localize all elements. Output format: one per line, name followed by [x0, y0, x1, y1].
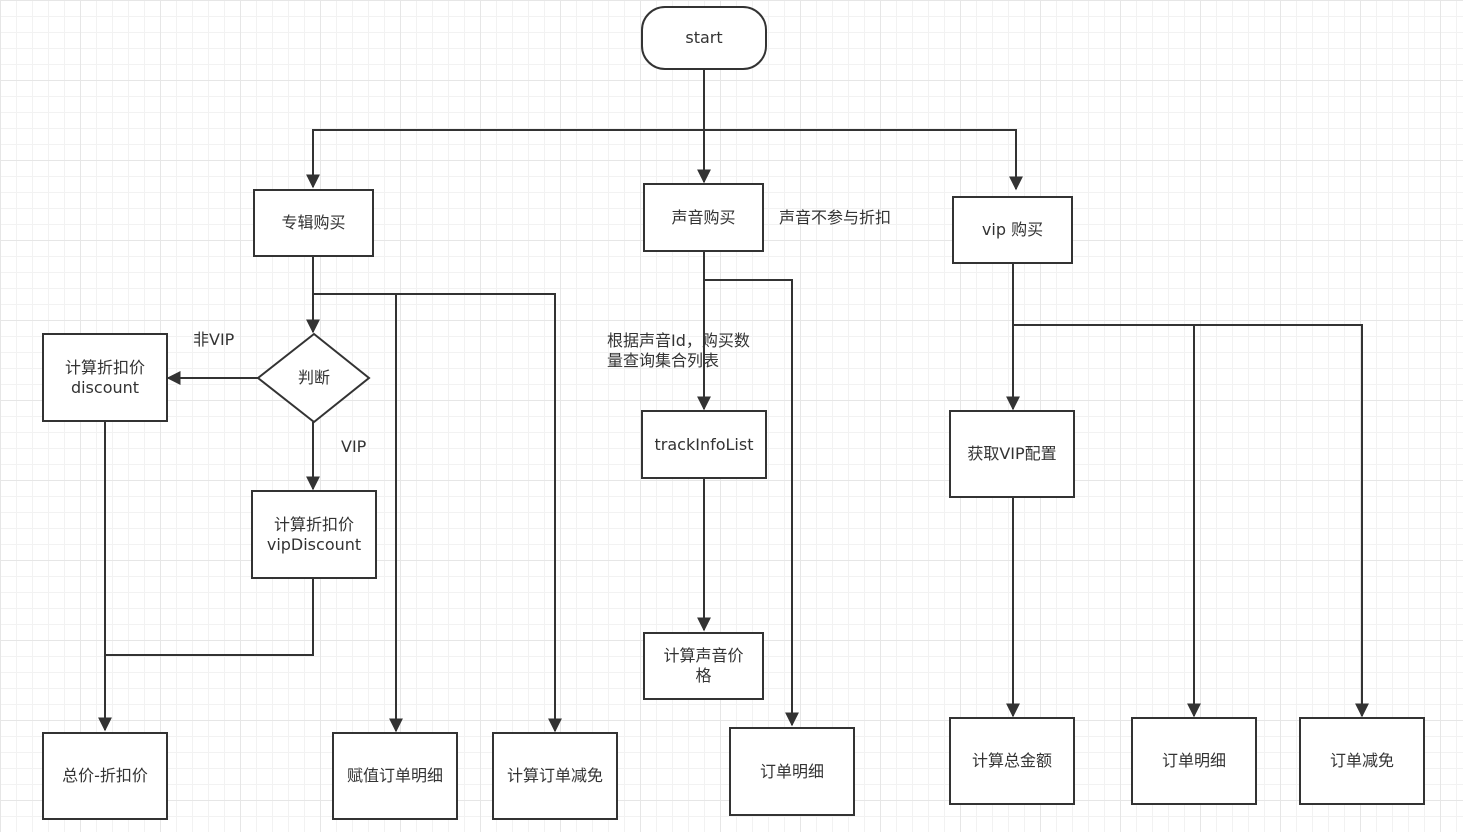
track-purchase-node: 声音购买 — [643, 183, 764, 252]
vip-purchase-node: vip 购买 — [952, 196, 1073, 264]
album-purchase-node: 专辑购买 — [253, 189, 374, 257]
vip-order-detail-node: 订单明细 — [1131, 717, 1257, 805]
discount-node: 计算折扣价 discount — [42, 333, 168, 422]
calc-order-reduction-node: 计算订单减免 — [492, 732, 618, 820]
calc-total-amount-node: 计算总金额 — [949, 717, 1075, 805]
assign-order-detail-node: 赋值订单明细 — [332, 732, 458, 820]
track-order-detail-node: 订单明细 — [729, 727, 855, 816]
vip-order-reduction-node: 订单减免 — [1299, 717, 1425, 805]
total-minus-discount-node: 总价-折扣价 — [42, 732, 168, 820]
query-by-track-note: 根据声音Id，购买数 量查询集合列表 — [607, 331, 750, 370]
track-info-list-node: trackInfoList — [641, 410, 767, 479]
non-vip-edge-label: 非VIP — [193, 330, 235, 349]
decision-diamond — [256, 332, 371, 424]
judge-label: 判断 — [297, 368, 330, 387]
calc-track-price-node: 计算声音价 格 — [643, 632, 764, 700]
start-node: start — [641, 6, 767, 70]
get-vip-config-node: 获取VIP配置 — [949, 410, 1075, 498]
vip-edge-label: VIP — [341, 437, 367, 456]
vip-discount-node: 计算折扣价 vipDiscount — [251, 490, 377, 579]
track-no-discount-note: 声音不参与折扣 — [779, 208, 892, 227]
